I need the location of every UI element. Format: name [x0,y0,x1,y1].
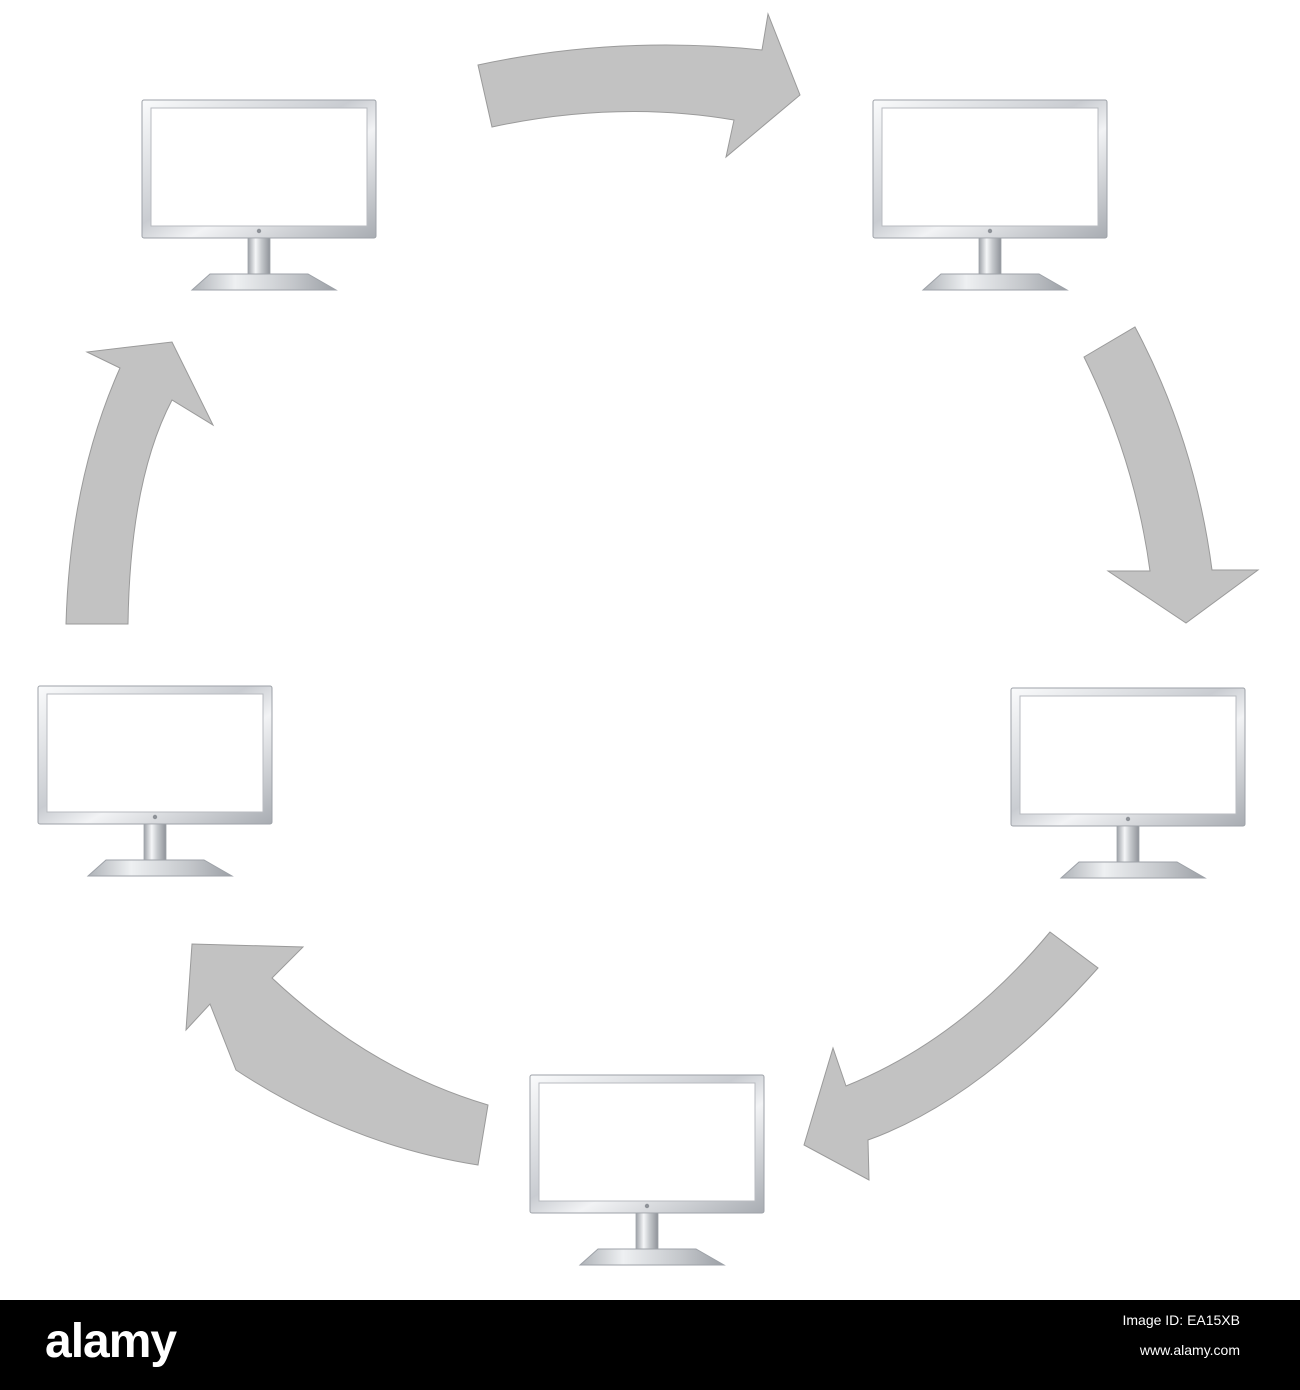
monitor-right [1010,687,1246,879]
arrow-right [1083,326,1260,624]
image-id: Image ID: EA15XB [1122,1312,1240,1328]
arrow-bottom-right [803,931,1099,1181]
monitor-left [37,685,273,877]
alamy-logo: alamy [45,1315,177,1368]
footer-bar: alamy Image ID: EA15XB www.alamy.com [0,1300,1300,1390]
arrow-top [477,12,801,159]
monitor-top-right [872,99,1108,291]
monitor-bottom [529,1074,765,1266]
monitor-top-left [141,99,377,291]
arrow-left [65,341,215,625]
footer-url: www.alamy.com [1139,1342,1240,1358]
arrow-bottom-left [185,943,489,1166]
cycle-diagram [37,12,1260,1266]
